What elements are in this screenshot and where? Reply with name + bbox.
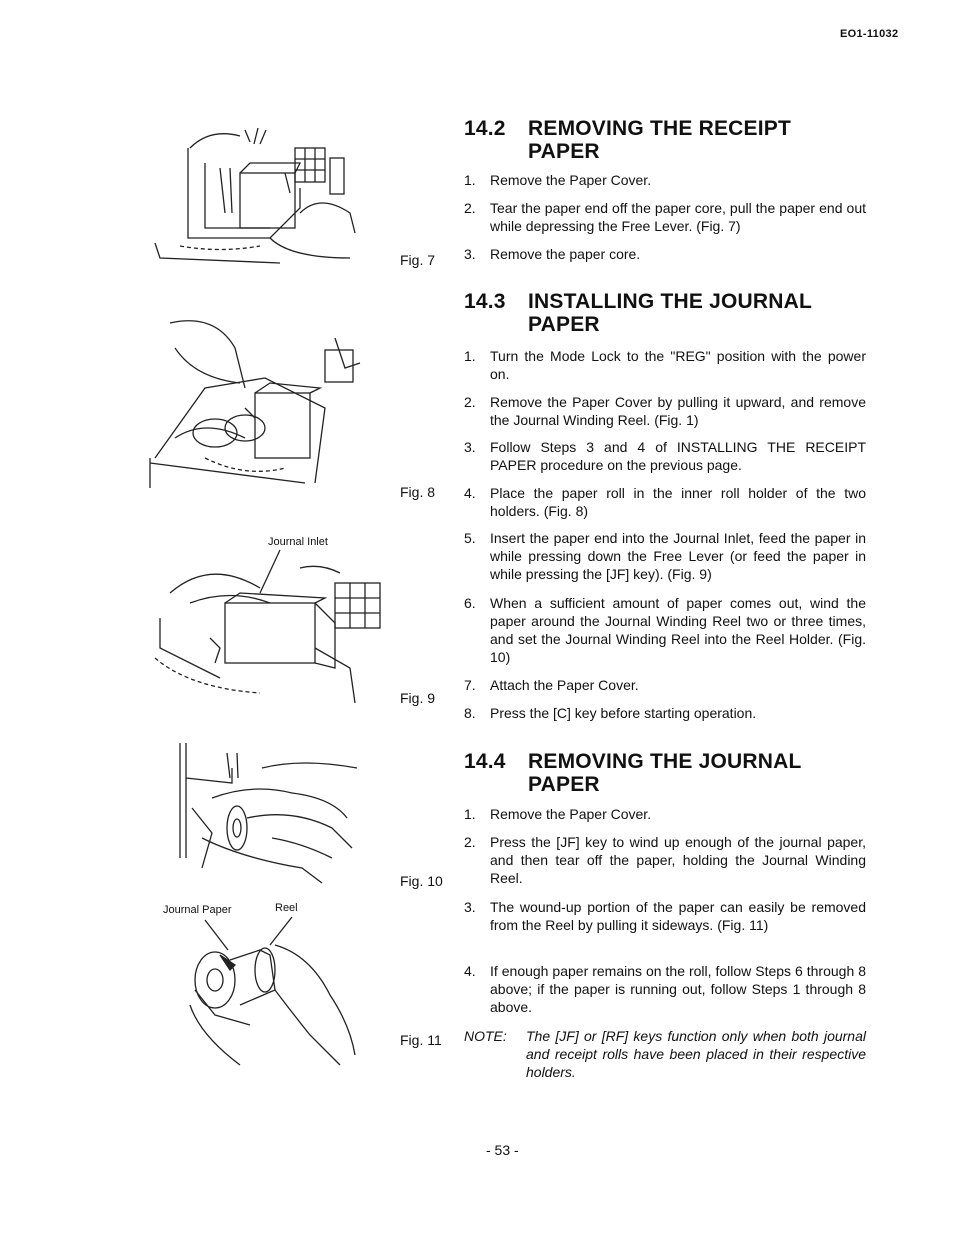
section-title-line2: PAPER bbox=[528, 313, 600, 336]
section-number: 14.2 bbox=[464, 117, 506, 140]
step-14-3-8: 8.Press the [C] key before starting oper… bbox=[464, 705, 757, 721]
page-number: - 53 - bbox=[486, 1142, 519, 1158]
document-id: EO1-11032 bbox=[840, 28, 899, 40]
step-14-4-3: 3.The wound-up portion of the paper can … bbox=[464, 899, 866, 933]
step-14-2-3: 3.Remove the paper core. bbox=[464, 246, 641, 262]
fig11-caption-journal-paper: Journal Paper bbox=[163, 904, 232, 916]
fig7-label: Fig. 7 bbox=[400, 252, 436, 268]
fig9-illustration bbox=[150, 548, 390, 708]
fig8-label: Fig. 8 bbox=[400, 484, 436, 500]
step-14-3-2: 2.Remove the Paper Cover by pulling it u… bbox=[464, 394, 866, 428]
step-14-2-1: 1.Remove the Paper Cover. bbox=[464, 172, 652, 188]
note-text: The [JF] or [RF] keys function only when… bbox=[526, 1028, 866, 1080]
fig7-illustration bbox=[150, 118, 360, 273]
note: NOTE: The [JF] or [RF] keys function onl… bbox=[464, 1027, 866, 1081]
step-14-4-2: 2.Press the [JF] key to wind up enough o… bbox=[464, 834, 866, 886]
step-14-3-6: 6.When a sufficient amount of paper come… bbox=[464, 595, 866, 665]
fig10-illustration bbox=[172, 738, 362, 888]
section-14-2-heading: 14.2 REMOVING THE RECEIPT PAPER bbox=[464, 117, 884, 163]
section-title-line2: PAPER bbox=[528, 773, 600, 796]
step-14-3-4: 4.Place the paper roll in the inner roll… bbox=[464, 485, 866, 519]
section-title-line1: REMOVING THE RECEIPT bbox=[528, 117, 792, 140]
fig9-caption-journal-inlet: Journal Inlet bbox=[268, 536, 328, 548]
step-14-3-1: 1.Turn the Mode Lock to the "REG" positi… bbox=[464, 348, 866, 382]
fig11-illustration bbox=[180, 915, 360, 1070]
section-title-line2: PAPER bbox=[528, 140, 600, 163]
step-14-3-5: 5.Insert the paper end into the Journal … bbox=[464, 530, 866, 582]
fig11-caption-reel: Reel bbox=[275, 902, 298, 914]
section-14-4-heading: 14.4 REMOVING THE JOURNAL PAPER bbox=[464, 750, 884, 796]
fig9-label: Fig. 9 bbox=[400, 690, 436, 706]
step-14-3-7: 7.Attach the Paper Cover. bbox=[464, 677, 639, 693]
section-14-3-heading: 14.3 INSTALLING THE JOURNAL PAPER bbox=[464, 290, 884, 336]
step-14-4-4: 4.If enough paper remains on the roll, f… bbox=[464, 963, 866, 1015]
section-title-line1: REMOVING THE JOURNAL bbox=[528, 750, 802, 773]
section-number: 14.3 bbox=[464, 290, 506, 313]
fig10-label: Fig. 10 bbox=[400, 873, 443, 889]
note-label: NOTE: bbox=[464, 1028, 507, 1044]
step-14-4-1: 1.Remove the Paper Cover. bbox=[464, 806, 652, 822]
fig11-label: Fig. 11 bbox=[400, 1032, 442, 1048]
section-number: 14.4 bbox=[464, 750, 506, 773]
step-14-3-3: 3.Follow Steps 3 and 4 of INSTALLING THE… bbox=[464, 439, 866, 473]
fig8-illustration bbox=[145, 308, 365, 493]
section-title-line1: INSTALLING THE JOURNAL bbox=[528, 290, 813, 313]
step-14-2-2: 2.Tear the paper end off the paper core,… bbox=[464, 200, 866, 234]
